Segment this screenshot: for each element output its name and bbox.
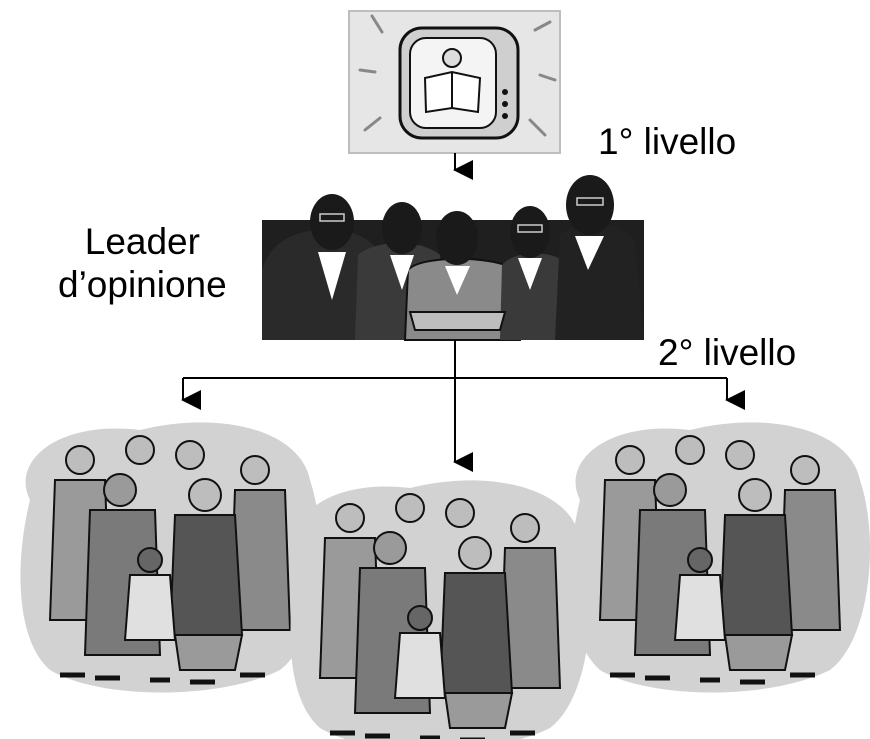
leader-label-line2: d’opinione xyxy=(58,263,227,305)
crowd-right-icon xyxy=(570,422,870,692)
leader-label: Leader d’opinione xyxy=(58,221,227,306)
leader-label-line1: Leader xyxy=(84,221,200,262)
level-1-label: 1° livello xyxy=(598,121,737,162)
connector-tree xyxy=(181,340,745,472)
crowd-center-icon xyxy=(290,480,590,739)
leaders-icon xyxy=(262,175,644,341)
tv-icon xyxy=(348,10,561,154)
level-2-label: 2° livello xyxy=(658,332,797,373)
crowd-left-icon xyxy=(20,422,320,692)
